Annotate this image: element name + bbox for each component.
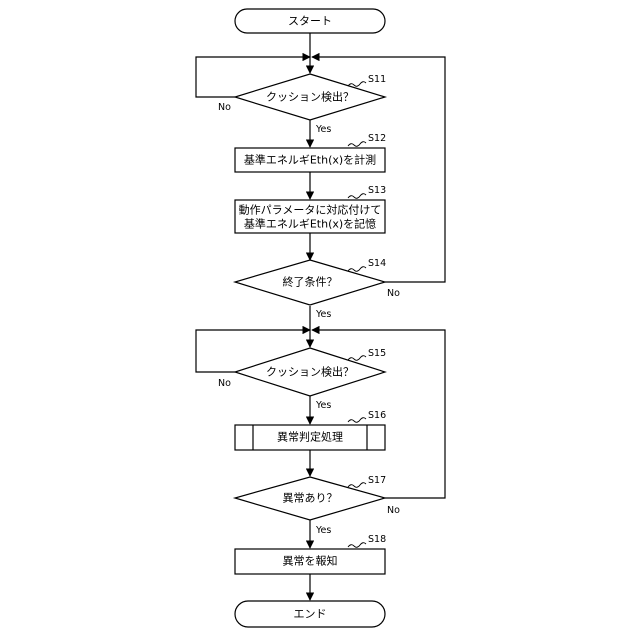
decision-s17: 異常あり？ [235, 477, 385, 520]
s16-step-label: S16 [368, 410, 386, 421]
s11-leader [348, 82, 366, 87]
s15-text: クッション検出？ [266, 365, 354, 379]
s11-yes-label: Yes [315, 124, 331, 135]
s14-yes-label: Yes [315, 309, 331, 320]
s14-text: 終了条件？ [283, 275, 338, 289]
s17-step-label: S17 [368, 475, 386, 486]
s17-no-label: No [387, 505, 400, 516]
s17-yes-label: Yes [315, 525, 331, 536]
s16-leader [348, 418, 366, 423]
s18-leader [348, 543, 366, 548]
process-s16: 異常判定処理 [235, 425, 385, 450]
s17-text: 異常あり？ [283, 492, 338, 505]
s12-step-label: S12 [368, 133, 386, 144]
s18-step-label: S18 [368, 534, 386, 545]
s18-text: 異常を報知 [283, 554, 338, 568]
process-s13: 動作パラメータに対応付けて 基準エネルギEth(x)を記憶 [235, 200, 385, 233]
s15-step-label: S15 [368, 348, 386, 359]
s13-text-line2: 基準エネルギEth(x)を記憶 [244, 217, 376, 231]
s12-leader [348, 142, 366, 147]
process-s12: 基準エネルギEth(x)を計測 [235, 148, 385, 172]
process-s18: 異常を報知 [235, 549, 385, 574]
s12-text: 基準エネルギEth(x)を計測 [244, 153, 376, 167]
s13-text-line1: 動作パラメータに対応付けて [239, 203, 382, 217]
start-text: スタート [288, 15, 332, 28]
start-terminal: スタート [235, 9, 385, 33]
end-terminal: エンド [235, 601, 385, 627]
s16-text: 異常判定処理 [277, 430, 343, 444]
decision-s15: クッション検出？ [235, 348, 385, 396]
s15-leader [348, 356, 366, 361]
s15-yes-label: Yes [315, 400, 331, 411]
s14-step-label: S14 [368, 258, 386, 269]
s13-step-label: S13 [368, 185, 386, 196]
s11-text: クッション検出？ [266, 90, 354, 104]
s14-leader [348, 267, 366, 272]
s17-leader [348, 483, 366, 488]
decision-s11: クッション検出？ [235, 74, 385, 120]
s11-step-label: S11 [368, 74, 386, 85]
s14-no-label: No [387, 288, 400, 299]
end-text: エンド [294, 608, 327, 621]
s11-no-label: No [218, 102, 231, 113]
s13-leader [348, 194, 366, 199]
s15-no-label: No [218, 378, 231, 389]
